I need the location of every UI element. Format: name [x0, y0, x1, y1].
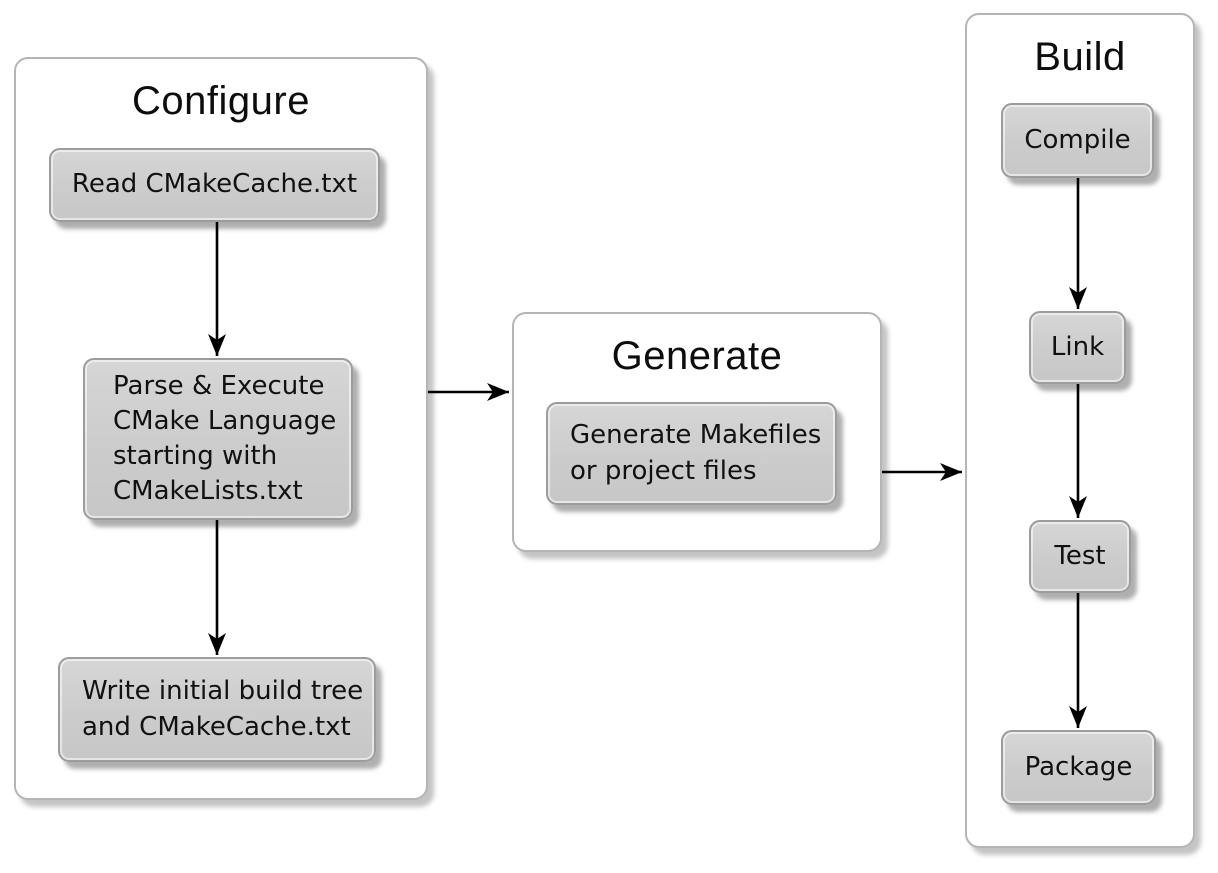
node-test: Test [1029, 520, 1131, 593]
generate-panel-title: Generate [611, 334, 783, 378]
configure-panel-title: Configure [132, 79, 310, 123]
node-read-cmakecache: Read CMakeCache.txt [49, 148, 380, 222]
node-package: Package [1001, 730, 1156, 805]
node-generate-makefiles: Generate Makefiles or project files [546, 402, 837, 505]
node-write-build-tree: Write initial build tree and CMakeCache.… [58, 657, 376, 762]
node-parse-execute: Parse & Execute CMake Language starting … [83, 358, 353, 520]
build-panel-title: Build [1034, 35, 1126, 79]
node-compile: Compile [1001, 103, 1154, 178]
node-link: Link [1029, 311, 1126, 384]
